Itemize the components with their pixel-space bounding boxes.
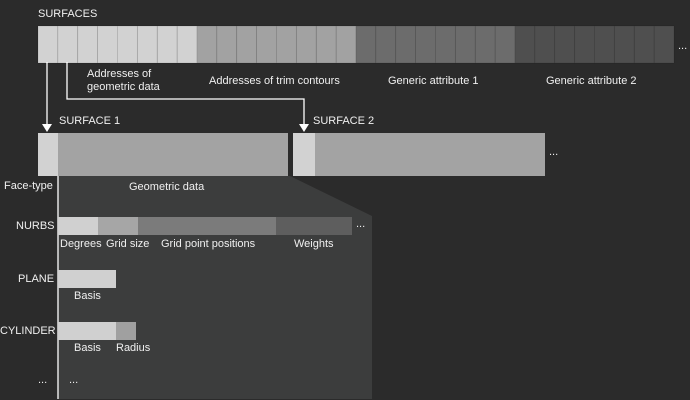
cylinder-row-bars: [58, 322, 136, 340]
face-type-plane: PLANE: [18, 273, 55, 285]
arrow-head-surface-2: [299, 124, 309, 132]
surface-2-block: [293, 133, 545, 176]
surfaces-cell-section-1: [117, 25, 138, 64]
surfaces-cell-section-3: [435, 25, 456, 64]
arrow-to-surface-2: [66, 62, 305, 126]
surfaces-cell-section-2: [256, 25, 277, 64]
nurbs-degrees-label: Degrees: [60, 238, 102, 250]
surfaces-cell-section-1: [37, 25, 59, 64]
cylinder-basis-label: Basis: [74, 342, 101, 354]
surfaces-cell-section-1: [57, 25, 79, 64]
nurbs-ellipsis: ...: [356, 218, 366, 230]
section-label-generic-attribute-1: Generic attribute 1: [388, 75, 479, 87]
surfaces-cell-section-4: [653, 25, 675, 64]
section-label-geometric-addresses: Addresses of geometric data: [87, 68, 160, 93]
cylinder-radius-label: Radius: [116, 342, 151, 354]
face-type-cylinder: CYLINDER: [0, 325, 56, 337]
face-type-label: Face-type: [4, 180, 53, 192]
surfaces-cell-section-4: [574, 25, 595, 64]
surfaces-cell-section-3: [454, 25, 476, 64]
surfaces-cell-section-2: [335, 25, 357, 64]
geometric-data-label: Geometric data: [129, 181, 205, 193]
nurbs-row-bars: [58, 217, 352, 235]
surfaces-ellipsis: ...: [678, 40, 688, 52]
surfaces-cell-section-4: [534, 25, 556, 64]
surfaces-cell-section-4: [514, 25, 536, 64]
plane-row-bars: [58, 270, 116, 288]
surfaces-array: [37, 25, 675, 64]
nurbs-grid-size-label: Grid size: [106, 238, 150, 250]
surfaces-cell-section-4: [594, 25, 615, 64]
surfaces-cell-section-4: [633, 25, 655, 64]
surface-1-block: [38, 133, 288, 176]
surfaces-cell-section-3: [355, 25, 377, 64]
face-type-nurbs: NURBS: [16, 220, 55, 232]
surfaces-cell-section-1: [156, 25, 178, 64]
surfaces-cell-section-3: [415, 25, 436, 64]
surface-blocks-ellipsis: ...: [549, 146, 559, 158]
nurbs-grid-point-positions-label: Grid point positions: [161, 238, 256, 250]
arrow-head-surface-1: [42, 124, 52, 132]
surfaces-title: SURFACES: [38, 8, 98, 20]
surfaces-cell-section-3: [395, 25, 417, 64]
surfaces-cell-section-3: [494, 25, 516, 64]
surface-1-label: SURFACE 1: [59, 115, 121, 127]
surfaces-cell-section-2: [276, 25, 297, 64]
plane-basis-label: Basis: [74, 290, 101, 302]
surfaces-cell-section-2: [196, 25, 218, 64]
section-label-trim-contours: Addresses of trim contours: [209, 75, 340, 87]
surfaces-cell-section-3: [474, 25, 496, 64]
surfaces-cell-section-2: [295, 25, 317, 64]
surfaces-cell-section-4: [613, 25, 635, 64]
section-label-generic-attribute-2: Generic attribute 2: [546, 75, 637, 87]
more-data-ellipsis: ...: [69, 374, 79, 386]
surfaces-cell-section-2: [315, 25, 337, 64]
surface-2-label: SURFACE 2: [313, 115, 375, 127]
surfaces-cell-section-1: [176, 25, 198, 64]
surfaces-cell-section-1: [77, 25, 99, 64]
nurbs-weights-label: Weights: [294, 238, 334, 250]
surfaces-cell-section-1: [136, 25, 158, 64]
more-face-types-ellipsis: ...: [38, 374, 48, 386]
surfaces-cell-section-3: [375, 25, 397, 64]
surfaces-cell-section-4: [554, 25, 576, 64]
surfaces-cell-section-2: [216, 25, 238, 64]
surfaces-cell-section-1: [97, 25, 118, 64]
surfaces-cell-section-2: [236, 25, 258, 64]
